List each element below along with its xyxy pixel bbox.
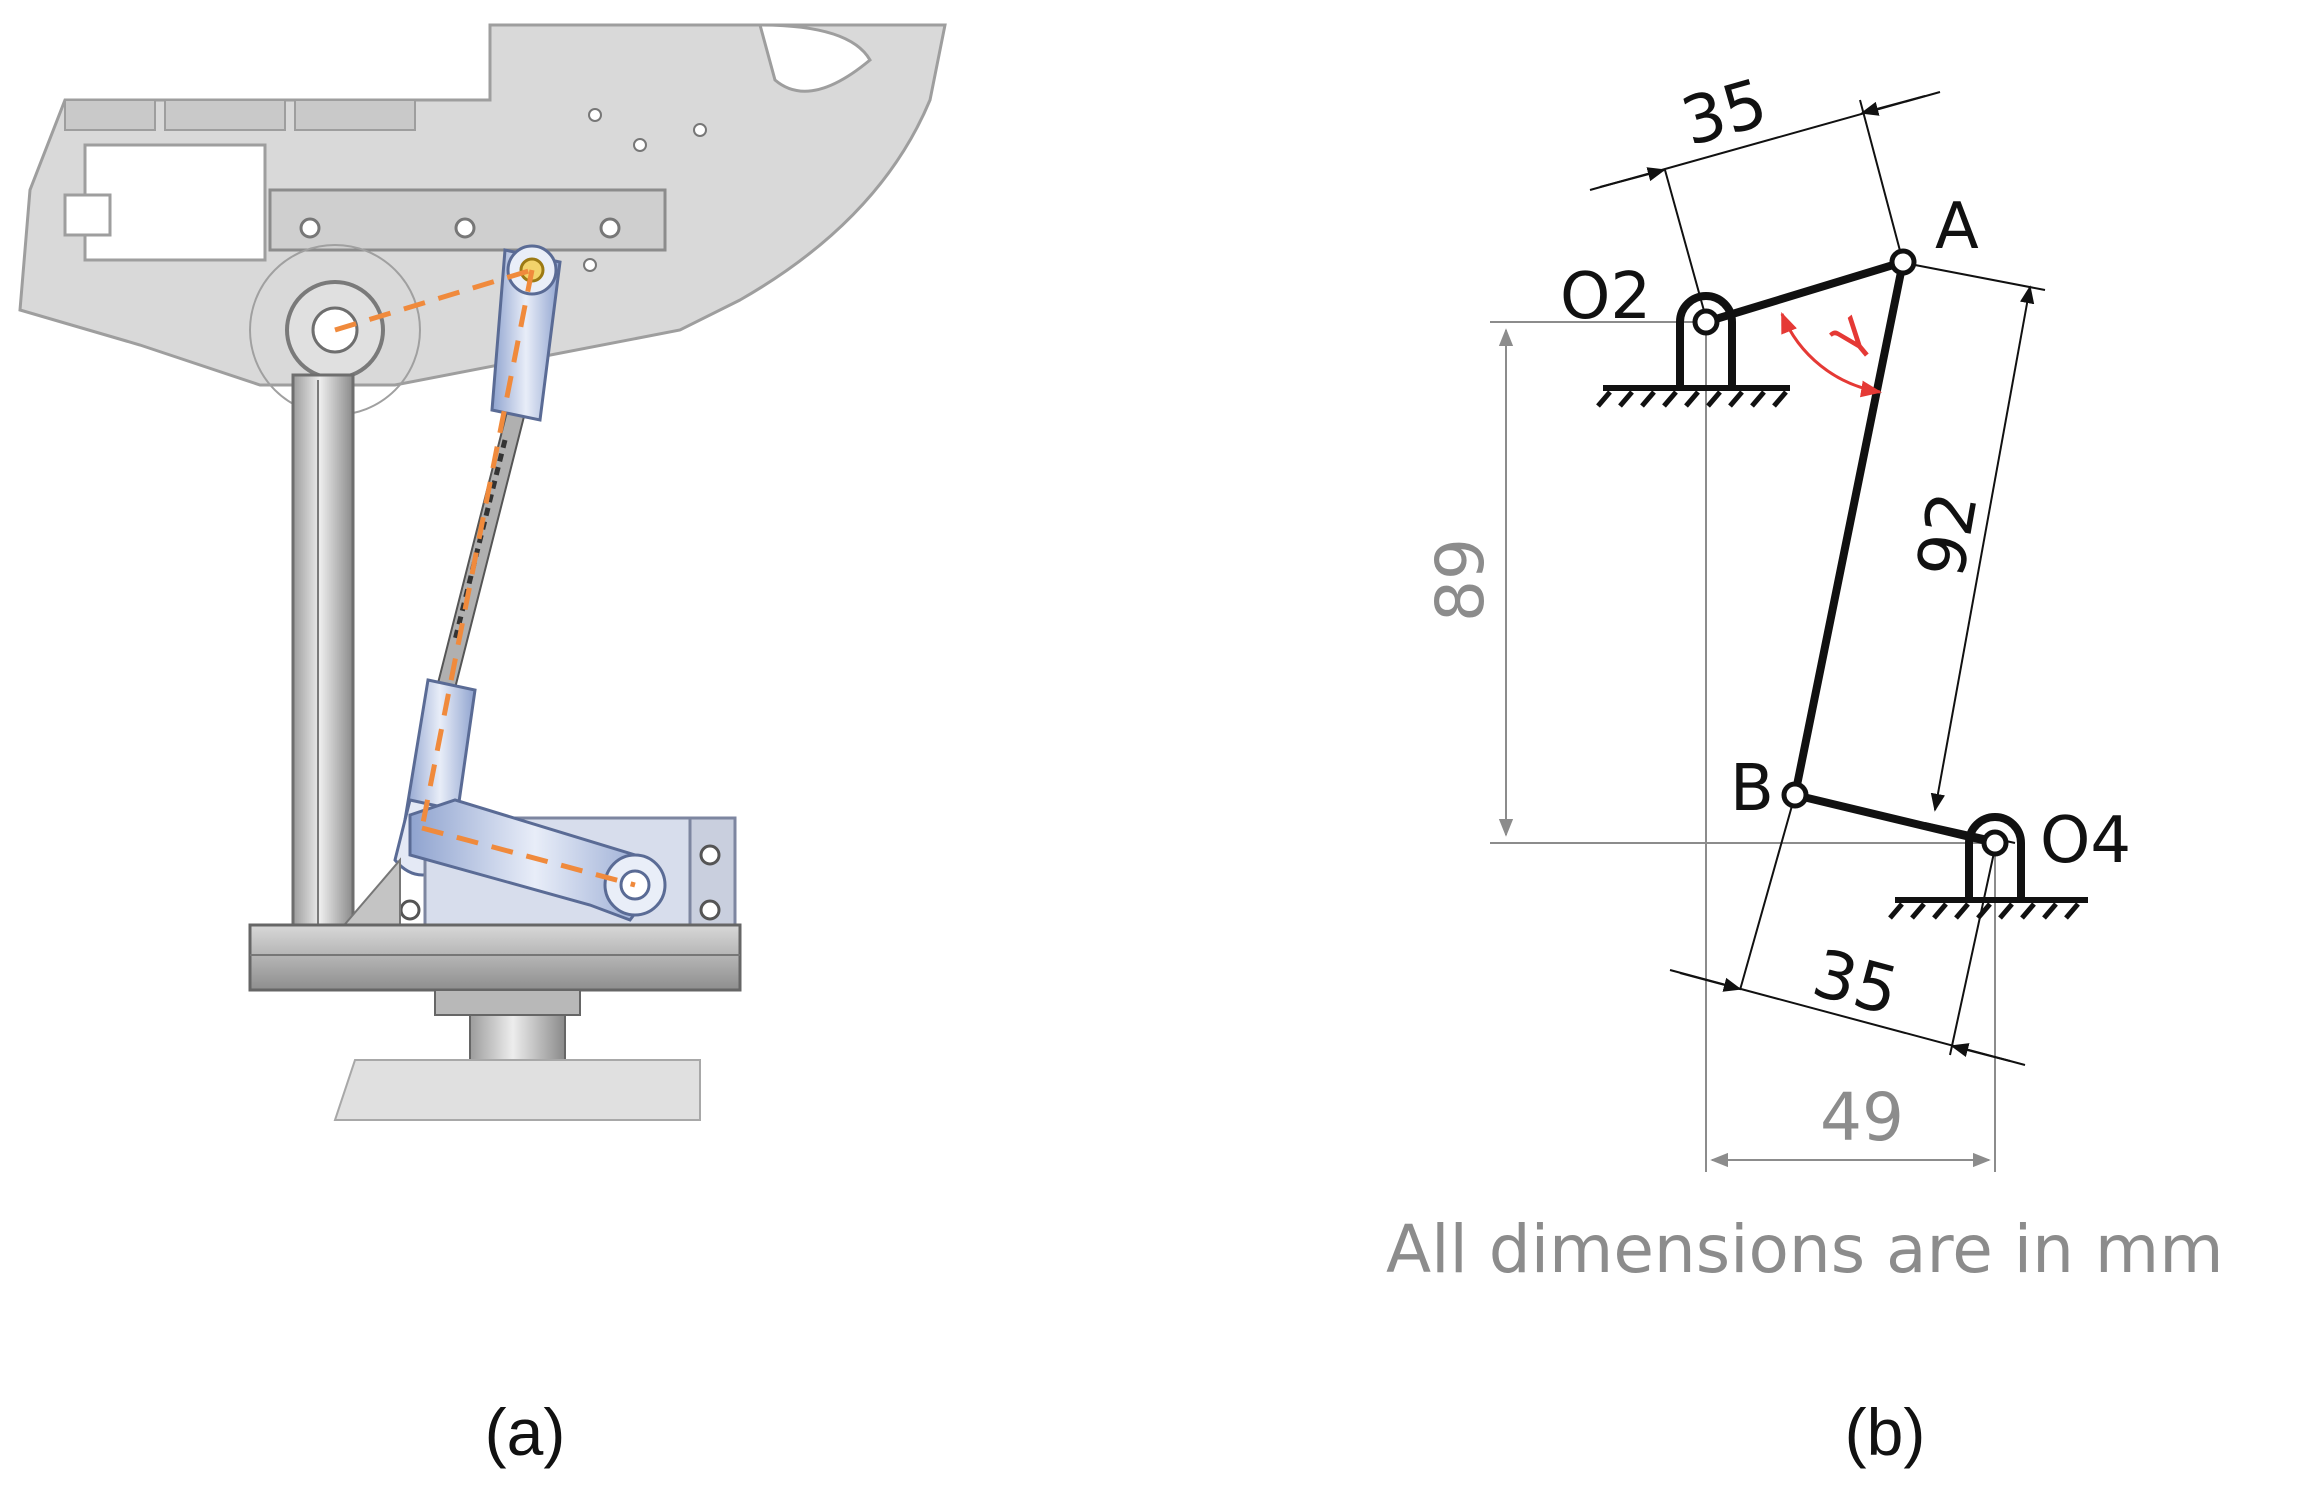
bolt-hole bbox=[399, 899, 421, 921]
output-shaft bbox=[469, 1014, 566, 1066]
bolt-hole bbox=[299, 217, 321, 239]
point-label-o4: O4 bbox=[2040, 804, 2131, 878]
coupler-rod-thread bbox=[452, 439, 508, 641]
joint-o2 bbox=[1692, 308, 1720, 336]
bolt-hole bbox=[699, 899, 721, 921]
units-note: All dimensions are in mm bbox=[1386, 1211, 2224, 1288]
dim-crank-bottom-arrow-right bbox=[1950, 1043, 2011, 1062]
support-o2-hatch bbox=[1596, 390, 1788, 408]
support-o2-body bbox=[1676, 292, 1736, 388]
dim-crank-top-arrow-left bbox=[1599, 167, 1666, 188]
angle-gamma-arc bbox=[1780, 312, 1883, 398]
dim-coupler-line bbox=[1930, 285, 2035, 812]
link-a-b bbox=[1791, 261, 1907, 796]
ext-o4-bottom bbox=[1949, 847, 1996, 1056]
ext-b-bottom bbox=[1739, 794, 1796, 991]
upper-frame-tab bbox=[164, 99, 286, 131]
joint-a bbox=[1889, 248, 1917, 276]
link-b-o4 bbox=[1794, 791, 1996, 847]
upper-frame-tab bbox=[294, 99, 416, 131]
panel-b-kinematic-diagram: 35 92 89 35 49 bbox=[1386, 64, 2224, 1288]
point-label-b: B bbox=[1730, 752, 1774, 826]
upper-frame-window bbox=[83, 143, 267, 262]
panel-b-caption: (b) bbox=[1845, 1395, 1926, 1469]
ground-support-o2 bbox=[1596, 292, 1790, 408]
inclined-extension-lines bbox=[1664, 99, 2046, 1056]
dim-crank-bottom-label: 35 bbox=[1805, 935, 1906, 1031]
base-plate bbox=[248, 923, 742, 992]
angle-gamma-label: γ bbox=[1815, 298, 1880, 367]
bolt-hole bbox=[693, 123, 707, 137]
point-label-o2: O2 bbox=[1560, 260, 1651, 334]
overlay-coupler bbox=[419, 269, 535, 829]
dim-coupler-label: 92 bbox=[1902, 487, 1992, 583]
dim-vertical-label: 89 bbox=[1422, 538, 1499, 622]
ground-pad bbox=[333, 1059, 701, 1121]
upper-frame-slot bbox=[63, 193, 112, 237]
bolt-hole bbox=[454, 217, 476, 239]
bolt-hole bbox=[588, 108, 602, 122]
dim-horizontal-label: 49 bbox=[1820, 1079, 1904, 1156]
joint-b bbox=[1781, 781, 1809, 809]
output-shaft-collar bbox=[434, 989, 581, 1016]
joint-o4 bbox=[1981, 829, 2009, 857]
upper-frame-tab bbox=[64, 99, 156, 131]
bolt-hole bbox=[583, 258, 597, 272]
ext-a-right bbox=[1914, 264, 2046, 291]
support-o4-body bbox=[1965, 813, 2025, 900]
extension-lines bbox=[1490, 321, 1996, 1172]
upper-frame-cutout bbox=[758, 23, 872, 93]
bolt-hole bbox=[599, 217, 621, 239]
ext-a-top bbox=[1859, 99, 1904, 263]
ground-support-o4 bbox=[1888, 813, 2088, 920]
bolt-hole bbox=[633, 138, 647, 152]
dim-crank-top-label: 35 bbox=[1673, 64, 1775, 161]
coupler-rod bbox=[433, 378, 534, 702]
overlay-crank-lower bbox=[421, 825, 636, 888]
linkage-overlay bbox=[334, 267, 636, 888]
dim-crank-top-arrow-right bbox=[1860, 95, 1926, 116]
panel-a-caption: (a) bbox=[485, 1395, 566, 1469]
dim-crank-bottom-arrow-left bbox=[1679, 972, 1742, 992]
point-label-a: A bbox=[1935, 190, 1979, 264]
bolt-hole bbox=[699, 844, 721, 866]
support-o4-hatch bbox=[1888, 902, 2080, 920]
link-o2-a bbox=[1704, 258, 1905, 326]
vertical-post bbox=[291, 373, 355, 932]
panel-a-cad-render bbox=[18, 23, 947, 1121]
